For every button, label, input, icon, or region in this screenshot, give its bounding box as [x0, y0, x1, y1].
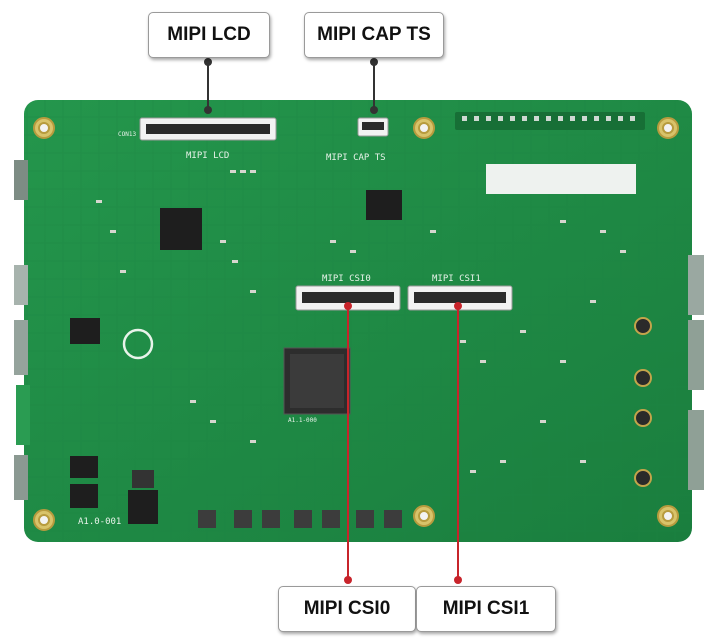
silk-mipi-cap-ts: MIPI CAP TS: [326, 153, 386, 163]
silk-mipi-csi1: MIPI CSI1: [432, 274, 481, 284]
callout-mipi-csi1: MIPI CSI1: [416, 586, 556, 632]
silk-mipi-csi0: MIPI CSI0: [322, 274, 371, 284]
leader-dots: [204, 58, 462, 584]
silk-conn13: CON13: [118, 131, 136, 138]
silk-revision: A1.0-001: [78, 517, 121, 527]
silk-mipi-lcd: MIPI LCD: [186, 151, 229, 161]
callout-mipi-csi0: MIPI CSI0: [278, 586, 416, 632]
callout-mipi-lcd: MIPI LCD: [148, 12, 270, 58]
mounting-holes: [33, 117, 679, 531]
silk-chip-marking: A1.1-000: [288, 417, 317, 424]
pb-free-logo: [122, 328, 154, 360]
callout-mipi-cap-ts: MIPI CAP TS: [304, 12, 444, 58]
leader-lines: [207, 60, 459, 580]
